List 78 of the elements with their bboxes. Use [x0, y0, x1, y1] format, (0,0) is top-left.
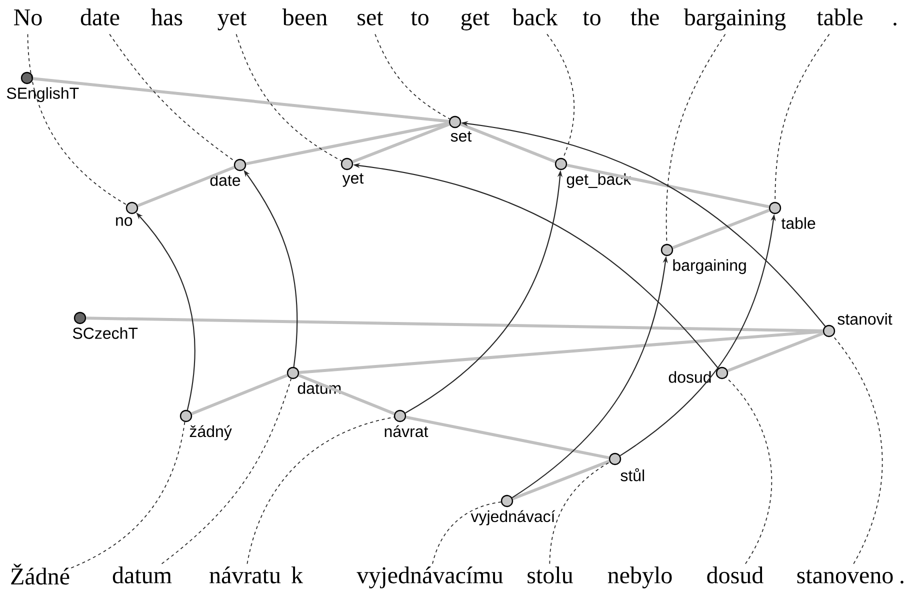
sentence-word: nebylo [608, 566, 672, 588]
tree-node: dosud [668, 366, 728, 383]
node-label: vyjednávací [470, 510, 556, 526]
sentence-word: Žádné [11, 564, 70, 585]
tree-node: bargaining [660, 244, 746, 274]
sentence-word: No [14, 9, 42, 26]
sentence-word: bargaining [684, 8, 786, 30]
alignment-line [161, 378, 292, 564]
alignment-line [832, 335, 883, 564]
sentence-word: návratu [210, 566, 281, 584]
connector-line [191, 374, 288, 416]
sentence-word: been [282, 8, 328, 26]
node-label: set [450, 131, 472, 142]
root-node: SCzechT [72, 312, 138, 339]
tree-node: stanovit [822, 313, 892, 338]
alignment-line [246, 416, 394, 564]
connector-line [566, 164, 770, 208]
sentence-word: get [461, 12, 490, 30]
tree-node: návrat [384, 410, 428, 438]
node-label: bargaining [673, 259, 746, 274]
alignment-line [109, 34, 236, 162]
sentence-word: table [816, 8, 862, 26]
connector-line [137, 166, 235, 208]
sentence-word: dosud [707, 566, 764, 584]
node-label: SCzechT [72, 327, 138, 339]
sentence-word: date [80, 8, 120, 26]
sentence-word: . [894, 22, 896, 26]
root-node: SEnglishT [6, 72, 79, 102]
tree-node: no [116, 202, 138, 226]
node-label: yet [342, 173, 364, 187]
tree-node: stůl [608, 452, 644, 482]
connector-line [512, 460, 610, 500]
tree-node: yet [340, 158, 364, 187]
node-label: návrat [384, 425, 428, 438]
alignment-line [70, 422, 186, 568]
sentence-word: to [582, 12, 600, 26]
node-label: date [210, 174, 240, 186]
connector-line [672, 208, 770, 250]
node-label: no [116, 217, 132, 226]
sentence-word: . [900, 580, 904, 584]
node-label: dosud [668, 371, 711, 383]
sentence-word: stolu [528, 566, 573, 584]
sentence-word: datum [112, 566, 172, 584]
tree-node: date [210, 158, 246, 186]
tree-node: žádný [180, 410, 232, 440]
node-label: table [781, 217, 816, 229]
connector-line [406, 416, 610, 460]
node-label: SEnglishT [6, 87, 79, 102]
alignment-line [726, 376, 772, 564]
connector-line [298, 330, 824, 374]
sentence-word: the [630, 8, 659, 26]
alignment-line [432, 502, 502, 564]
connector-line [352, 122, 450, 164]
alignment-line [27, 34, 128, 206]
sentence-word: yet [218, 12, 247, 30]
sentence-word: back [512, 8, 558, 26]
alignment-line [374, 34, 450, 120]
sentence-word: has [151, 8, 182, 26]
connector-line [298, 374, 395, 416]
alignment-line [236, 34, 342, 162]
alignment-line [549, 462, 610, 564]
node-label: stanovit [838, 313, 892, 325]
node-label: žádný [190, 425, 232, 440]
tree-node: set [448, 116, 472, 142]
node-label: stůl [620, 468, 644, 482]
alignment-line [666, 34, 726, 244]
connector-line [460, 122, 556, 164]
tree-node: table [768, 202, 816, 229]
sentence-word: to [410, 12, 428, 26]
sentence-word: set [358, 12, 384, 26]
tree-node: vyjednávací [470, 494, 556, 526]
sentence-word: k [291, 566, 303, 584]
connector-line [32, 77, 450, 123]
connector-line [246, 122, 450, 166]
connector-line [727, 332, 824, 372]
sentence-word: vyjednávacímu [356, 566, 503, 588]
connector-line [86, 316, 823, 332]
sentence-word: stanoveno [797, 570, 893, 584]
